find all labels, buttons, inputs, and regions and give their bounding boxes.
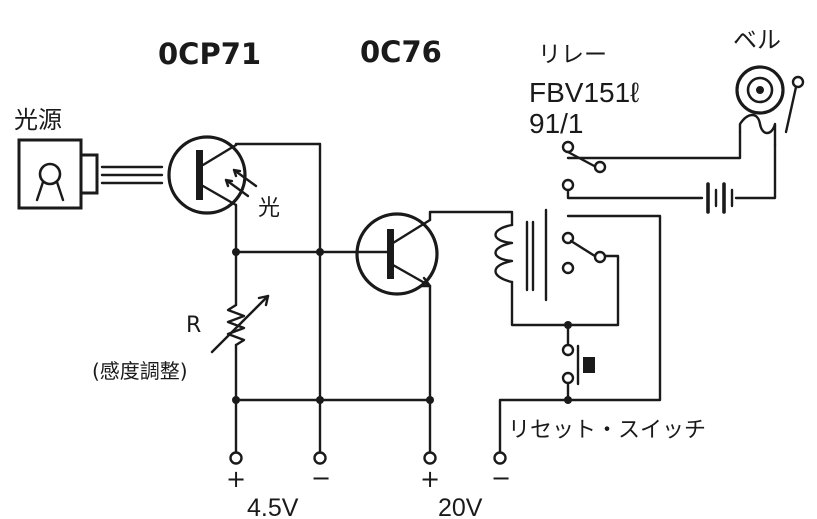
terminal-minus-4v5: − bbox=[311, 464, 331, 492]
relay-coil bbox=[494, 208, 548, 302]
battery-icon bbox=[706, 182, 734, 214]
power-terminals bbox=[229, 451, 507, 465]
light-beam bbox=[100, 165, 164, 185]
circuit-wires bbox=[234, 130, 777, 455]
voltage-label-4v5: 4.5V bbox=[247, 494, 299, 519]
light-arrows-icon bbox=[224, 168, 258, 198]
terminal-minus-20v: − bbox=[491, 464, 511, 492]
transistor-label-oc76: 0C76 bbox=[360, 35, 442, 69]
transistor-oc76 bbox=[355, 212, 439, 296]
resistor-label: R bbox=[186, 313, 201, 338]
voltage-label-20v: 20V bbox=[438, 494, 483, 519]
relay-label: リレー bbox=[538, 42, 607, 68]
junction-dot bbox=[316, 248, 324, 256]
light-label: 光 bbox=[258, 196, 280, 221]
transistor-label-ocp71: 0CP71 bbox=[158, 37, 261, 71]
reset-switch bbox=[561, 343, 595, 386]
junction-dot bbox=[232, 248, 240, 256]
junction-dot bbox=[316, 396, 324, 404]
terminal-plus-20v: + bbox=[420, 465, 440, 493]
relay-code-label: 91/1 bbox=[529, 108, 584, 139]
reset-switch-label: リセット・スイッチ bbox=[508, 418, 706, 443]
bell-label: ベル bbox=[733, 26, 781, 54]
relay-contacts bbox=[561, 140, 607, 275]
junction-dot bbox=[564, 321, 572, 329]
sensitivity-label: (感度調整) bbox=[92, 359, 188, 383]
light-source-label: 光源 bbox=[14, 106, 62, 134]
junction-dot bbox=[564, 396, 572, 404]
bell-icon bbox=[735, 65, 805, 147]
junction-dot bbox=[426, 396, 434, 404]
light-source-lamp bbox=[17, 138, 99, 210]
variable-resistor bbox=[210, 294, 270, 354]
junction-dot bbox=[232, 396, 240, 404]
phototransistor-ocp71 bbox=[167, 135, 322, 254]
relay-model-label: FBV151ℓ bbox=[529, 77, 639, 108]
terminal-plus-4v5: + bbox=[226, 465, 246, 493]
